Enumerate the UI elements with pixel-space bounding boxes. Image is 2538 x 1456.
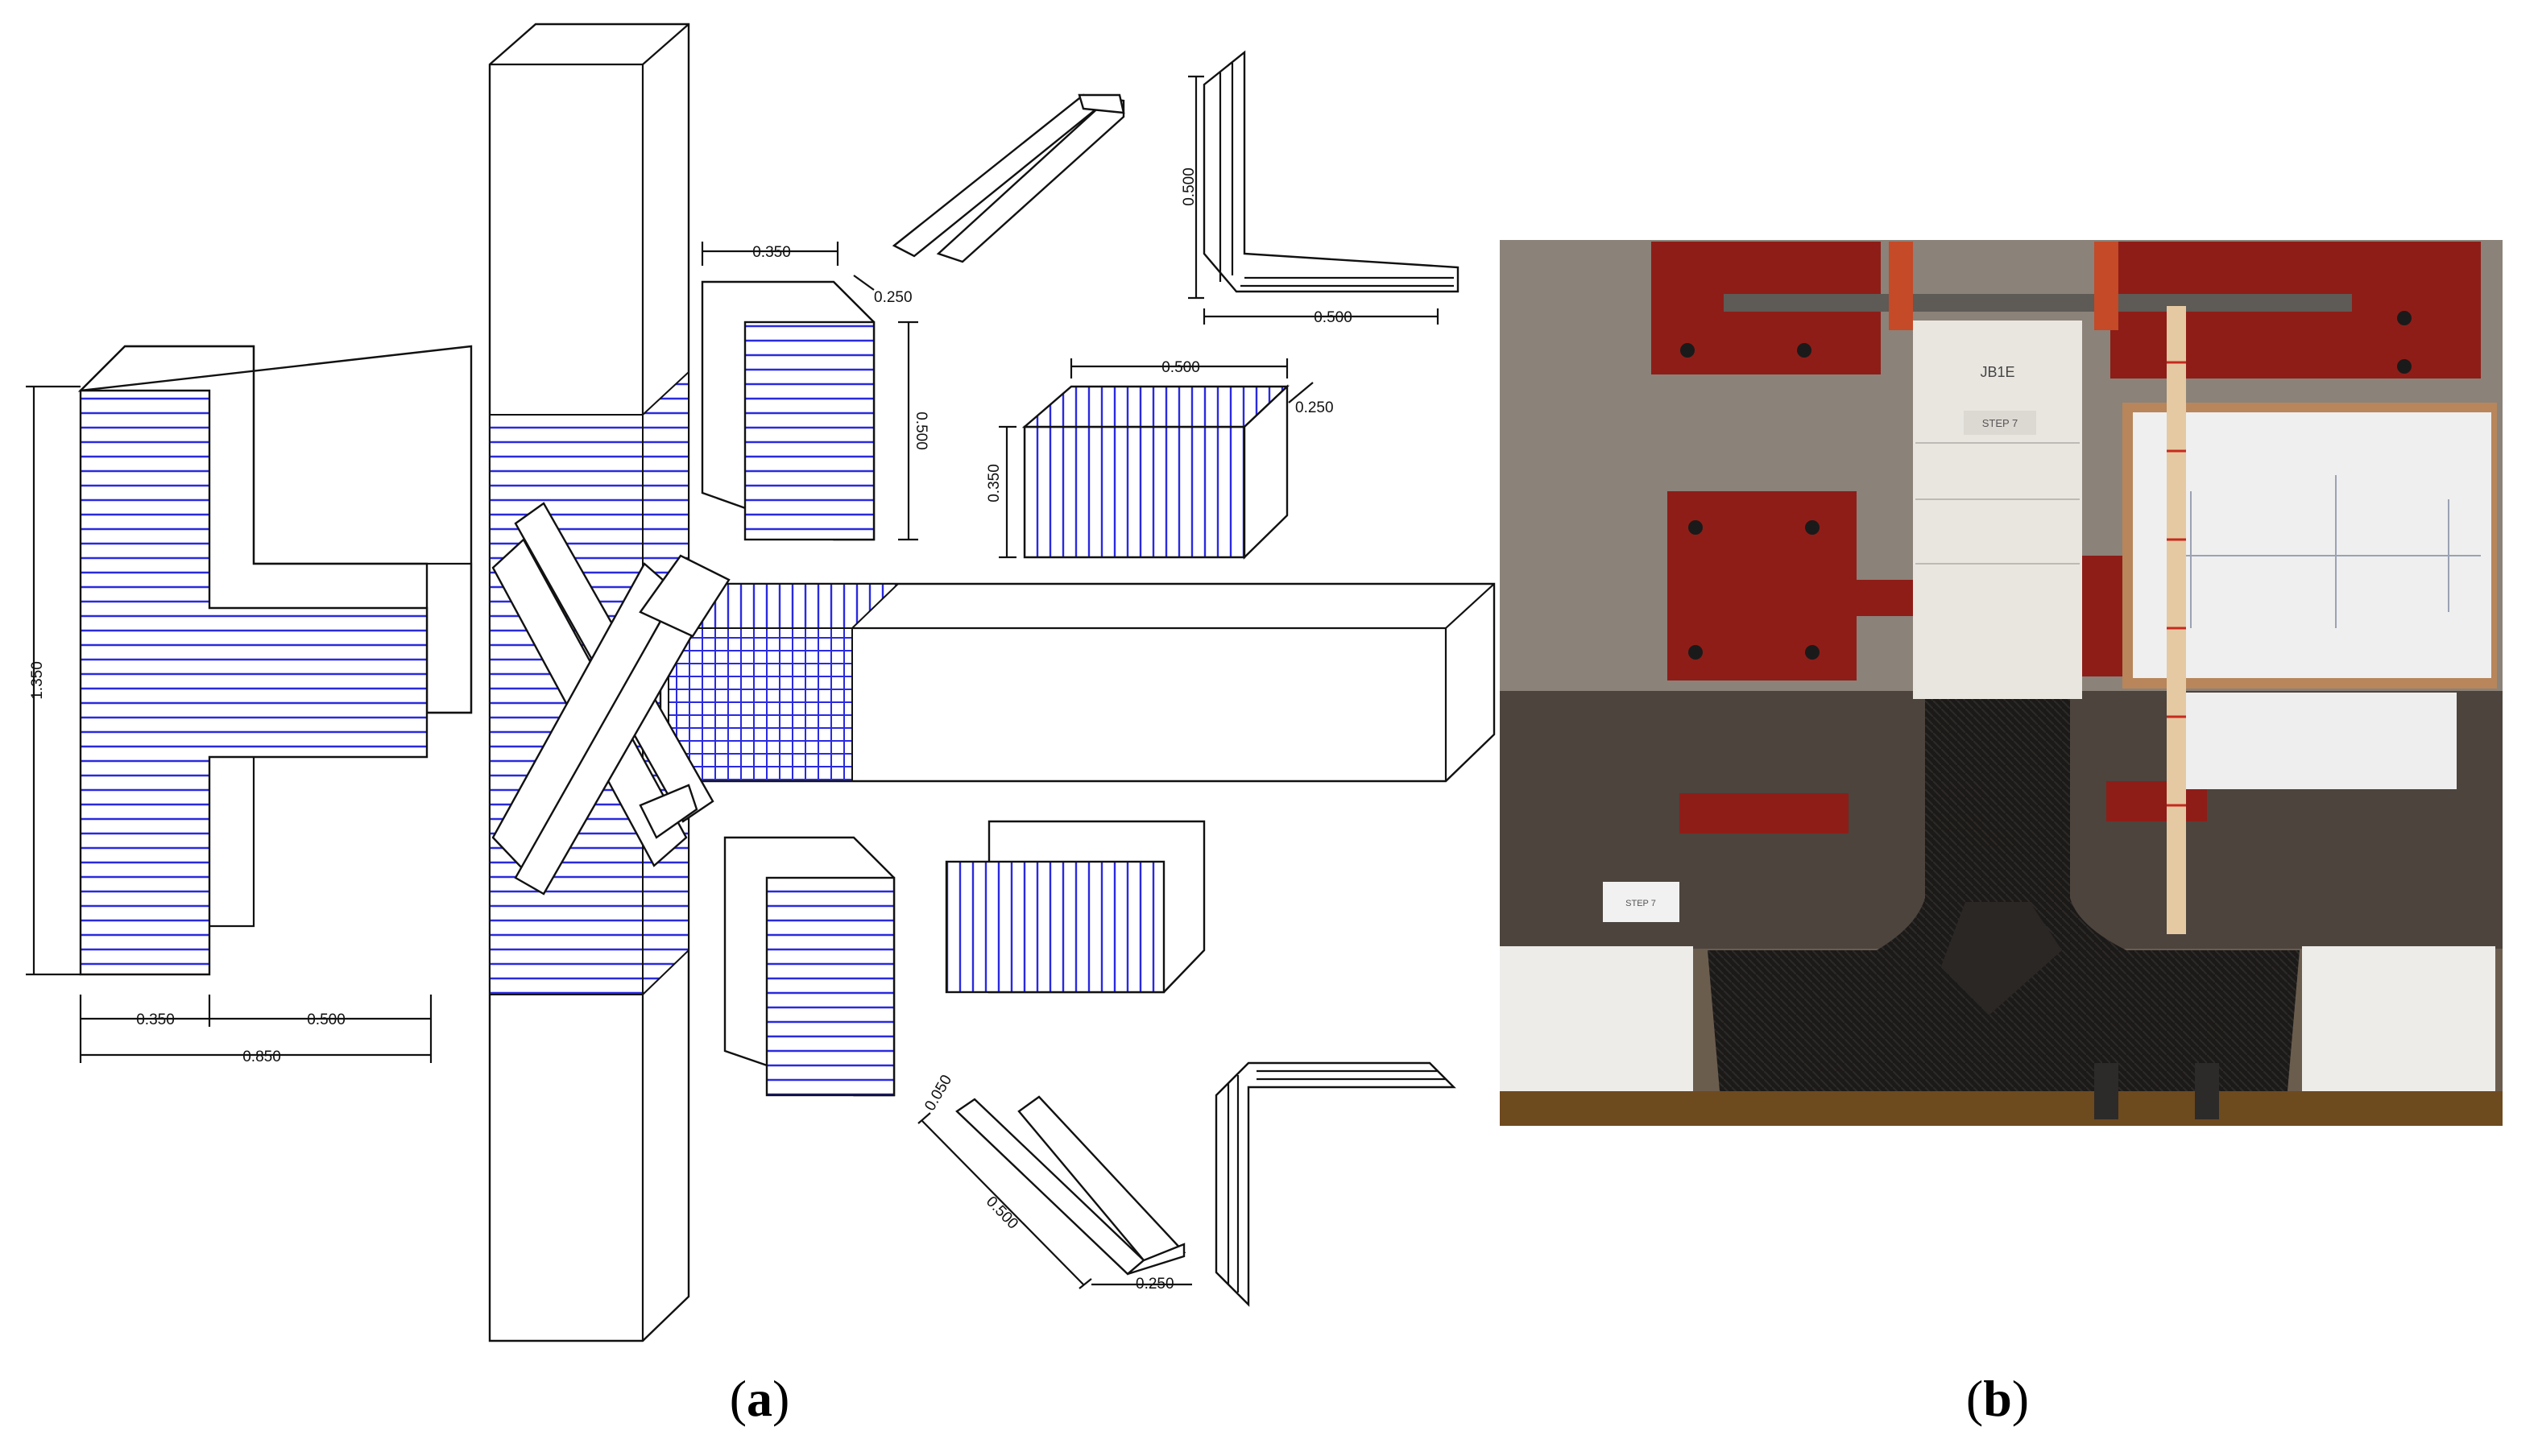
block-upper-top	[1021, 385, 1290, 428]
loose-strips-top	[892, 93, 1125, 263]
step-label: STEP 7	[1982, 417, 2018, 429]
dim-sheet-depth: 0.250	[874, 289, 913, 306]
sheet-lower-front	[765, 876, 896, 1097]
dim-angle-width: 0.500	[1314, 309, 1352, 326]
block-lower	[945, 820, 1206, 994]
t-sheet	[77, 345, 473, 976]
side-step-label: STEP 7	[1625, 899, 1656, 908]
dim-t-web: 0.500	[307, 1011, 346, 1028]
sheet-upper-front	[743, 321, 876, 541]
photo-column-cfrp	[1925, 699, 2070, 900]
dim-sheet-height: 0.500	[913, 412, 929, 450]
t-sheet-dims: 1.350 0.350 0.500 0.850	[26, 385, 433, 1065]
dim-strip-thickness: 0.050	[921, 1072, 955, 1114]
caption-a: (a)	[730, 1370, 790, 1427]
dim-block-height: 0.350	[986, 464, 1003, 503]
t-sheet-front	[79, 389, 429, 976]
angle-upper: 0.500 0.500	[1181, 50, 1459, 326]
dim-block-depth: 0.250	[1295, 399, 1334, 416]
sheet-lower	[723, 836, 896, 1097]
dim-t-total: 0.850	[242, 1049, 281, 1065]
photo-beam-end	[2302, 946, 2495, 1091]
dim-t-height: 1.350	[29, 661, 46, 700]
beam-cfrp-wrap	[668, 627, 853, 782]
loose-strips-lower: 0.500 0.050 0.250	[917, 1072, 1192, 1293]
dim-block-width: 0.500	[1161, 359, 1200, 376]
specimen-label: JB1E	[1980, 364, 2014, 380]
dim-sheet-width: 0.350	[752, 244, 791, 261]
dim-strip-length: 0.500	[983, 1193, 1021, 1233]
block-lower-front	[945, 860, 1165, 994]
beam	[659, 582, 1496, 783]
caption-b: (b)	[1966, 1370, 2029, 1427]
photo-column-white	[1913, 321, 2082, 699]
block-upper-front	[1023, 425, 1246, 559]
block-upper: 0.500 0.250 0.350	[986, 358, 1334, 560]
dim-strip-width: 0.250	[1136, 1276, 1174, 1293]
photo-beam-end	[1500, 946, 1693, 1091]
angle-lower	[1215, 1061, 1456, 1307]
dim-t-flange: 0.350	[136, 1011, 175, 1028]
sheet-upper: 0.350 0.250 0.500	[701, 242, 929, 541]
photo: JB1E STEP 7 STEP 7	[1500, 240, 2503, 1126]
dim-angle-height: 0.500	[1181, 168, 1198, 206]
diagonal-strips	[491, 502, 731, 896]
